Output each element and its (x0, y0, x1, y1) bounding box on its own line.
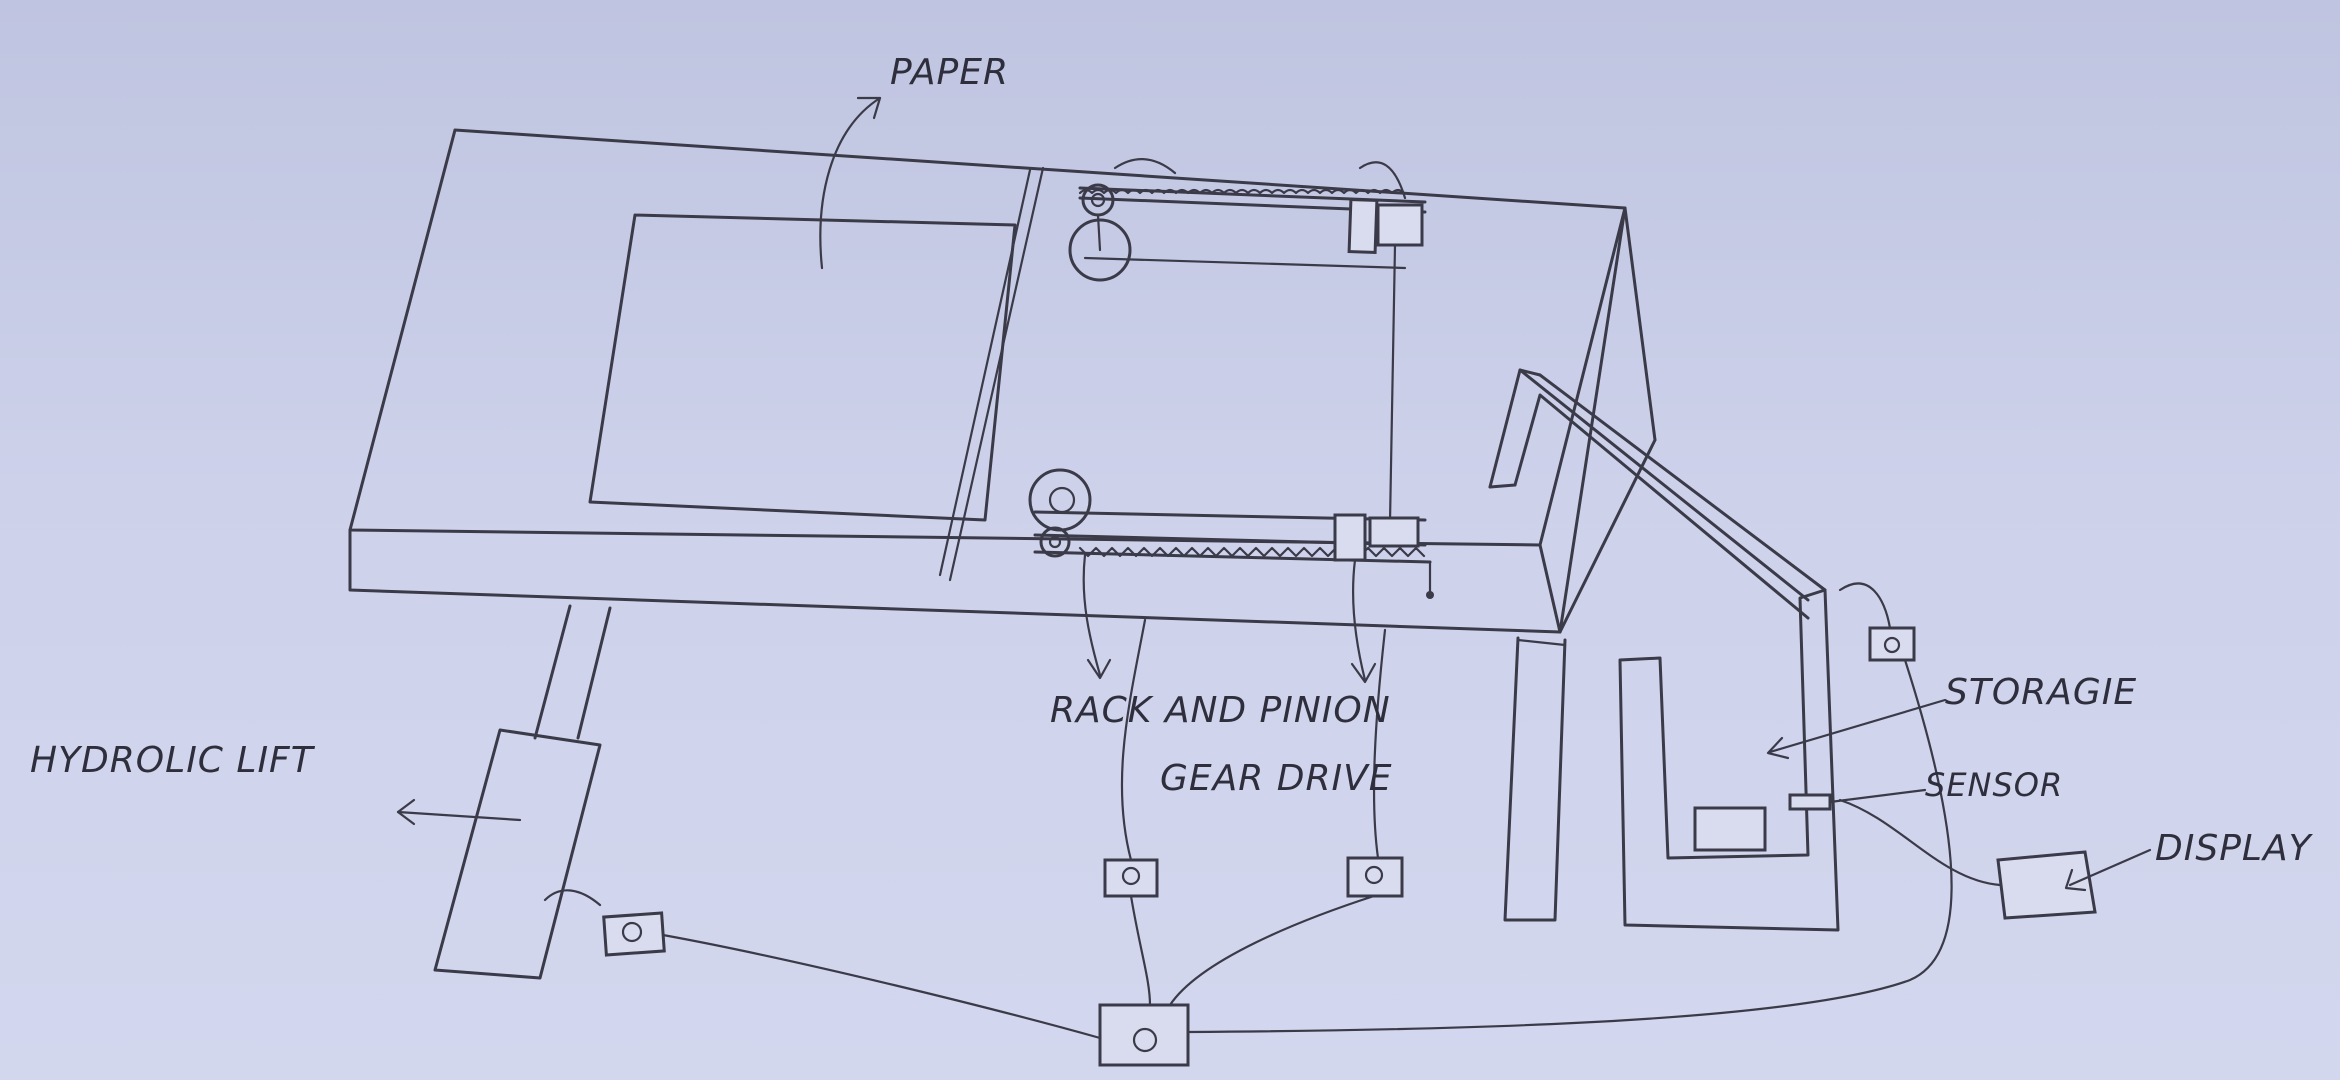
hydraulic-arrow (398, 800, 520, 824)
bottom-rack-rail (1035, 512, 1434, 599)
label-paper: PAPER (890, 52, 1009, 93)
display-unit (1998, 850, 2150, 918)
sensor-leader (1830, 790, 1925, 802)
label-sensor: SENSOR (1925, 766, 2063, 804)
table-legs (535, 606, 1565, 920)
storage-arrow (1768, 700, 1945, 758)
table-top (350, 130, 1655, 632)
top-rack-rail (1080, 188, 1425, 522)
rack-pinion-arrows (1084, 555, 1375, 682)
label-display: DISPLAY (2155, 828, 2312, 869)
paper-arrow (820, 98, 880, 268)
paper-sheet (590, 168, 1043, 580)
label-gear-drive: GEAR DRIVE (1160, 758, 1392, 799)
label-rack-and-pinion: RACK AND PINION (1050, 690, 1391, 731)
label-hydraulic-lift: HYDROLIC LIFT (30, 740, 314, 781)
label-storage: STORAGIE (1945, 672, 2137, 713)
storage-chute (1490, 370, 1825, 618)
hydraulic-cylinder (435, 730, 600, 978)
wiring (663, 584, 2000, 1038)
storage-frame (1620, 590, 1838, 930)
